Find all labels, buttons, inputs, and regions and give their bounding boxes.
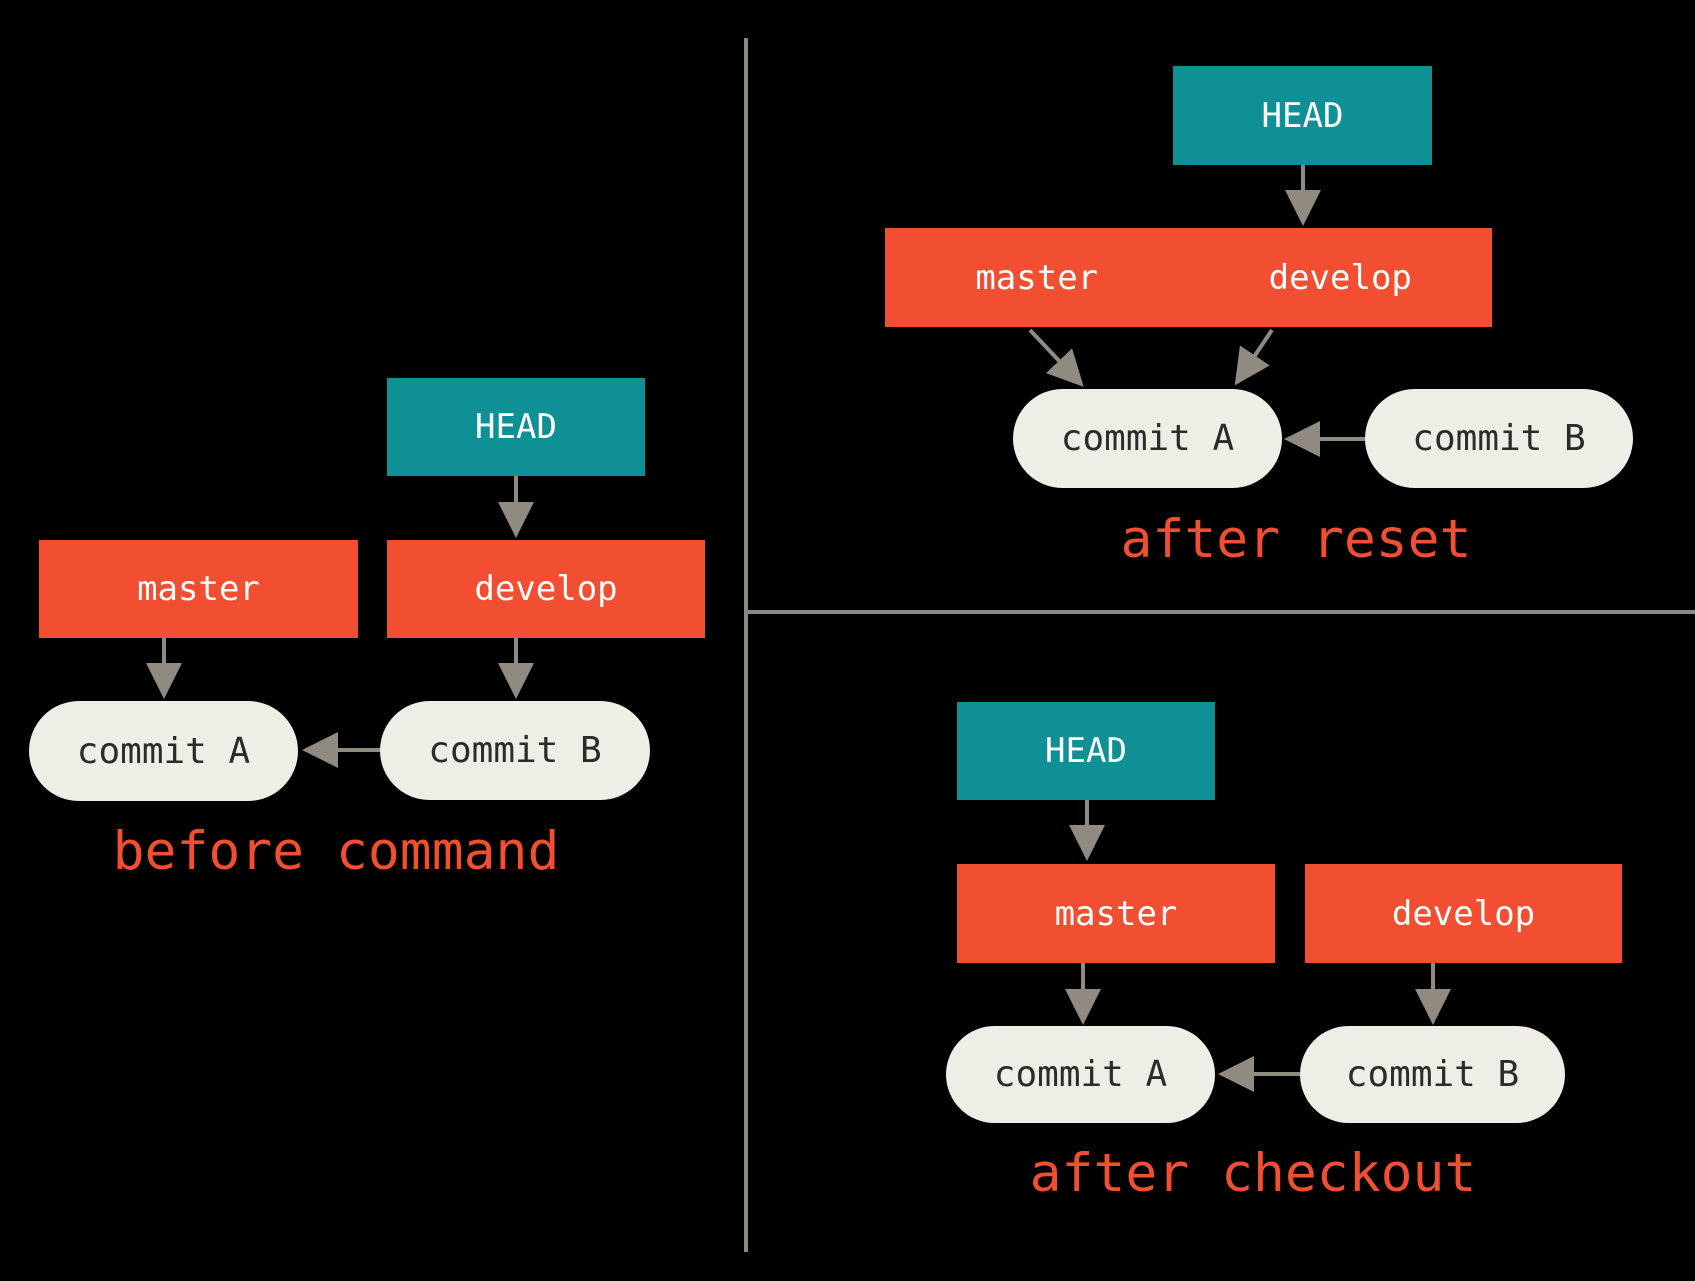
master-develop-ref-pair: master develop bbox=[885, 228, 1492, 327]
commit-b-node: commit B bbox=[1300, 1026, 1565, 1123]
commit-a-node: commit A bbox=[946, 1026, 1215, 1123]
arrow-master-to-commit-a-reset bbox=[1028, 328, 1084, 387]
head-box: HEAD bbox=[1173, 66, 1432, 165]
head-box: HEAD bbox=[957, 702, 1215, 800]
develop-ref: develop bbox=[387, 540, 705, 638]
commit-a-node: commit A bbox=[1013, 389, 1282, 488]
panel-caption: after checkout bbox=[1029, 1143, 1477, 1204]
commit-b-node: commit B bbox=[1365, 389, 1633, 488]
commit-a-node: commit A bbox=[29, 701, 298, 801]
master-ref: master bbox=[957, 864, 1275, 963]
master-ref: master bbox=[39, 540, 358, 638]
panel-caption: after reset bbox=[1120, 509, 1472, 570]
arrow-develop-to-commit-a-reset bbox=[1234, 328, 1274, 386]
master-ref: master bbox=[975, 257, 1099, 298]
develop-ref: develop bbox=[1268, 257, 1412, 298]
divider-vertical bbox=[744, 38, 748, 1252]
commit-b-node: commit B bbox=[380, 701, 650, 800]
panel-caption: before command bbox=[112, 821, 560, 882]
divider-horizontal bbox=[746, 610, 1695, 614]
head-box: HEAD bbox=[387, 378, 645, 476]
develop-ref: develop bbox=[1305, 864, 1622, 963]
